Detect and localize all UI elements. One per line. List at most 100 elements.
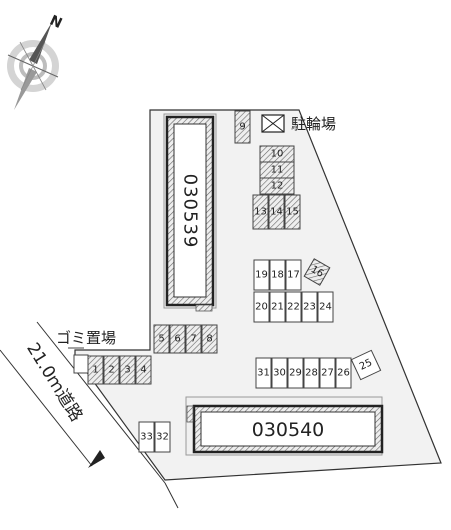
parking-space-box [317, 291, 334, 323]
parking-space: 7 [185, 324, 202, 354]
parking-space: 18 [269, 259, 286, 291]
parking-space: 20 [253, 291, 270, 323]
parking-space-number: 17 [287, 270, 300, 281]
north-label: N [47, 13, 64, 32]
parking-space-box [119, 355, 136, 385]
parking-space: 29 [287, 357, 304, 389]
parking-space-box [285, 291, 302, 323]
parking-space: 30 [271, 357, 288, 389]
parking-space: 21 [269, 291, 286, 323]
parking-space-box [253, 291, 270, 323]
parking-space-number: 14 [270, 207, 283, 218]
parking-space: 22 [285, 291, 302, 323]
parking-space-number: 21 [271, 302, 284, 313]
parking-space: 19 [253, 259, 270, 291]
parking-space-number: 19 [255, 270, 268, 281]
parking-space-box [284, 194, 301, 230]
parking-space-number: 1 [92, 365, 98, 376]
parking-space-number: 18 [271, 270, 284, 281]
parking-space-number: 15 [286, 207, 299, 218]
parking-space-number: 10 [271, 149, 284, 160]
parking-space-number: 24 [319, 302, 332, 313]
parking-space-box [268, 194, 285, 230]
parking-space: 12 [259, 177, 295, 195]
parking-space-number: 22 [287, 302, 300, 313]
parking-space-number: 25 [358, 357, 374, 372]
parking-space: 13 [252, 194, 269, 230]
parking-space: 10 [259, 145, 295, 163]
parking-space: 15 [284, 194, 301, 230]
parking-space-box [138, 421, 155, 453]
building-north-id: 030539 [180, 174, 201, 249]
building-south-id: 030540 [252, 419, 325, 441]
parking-space-number: 12 [271, 181, 284, 192]
parking-space-number: 4 [140, 365, 146, 376]
parking-space: 11 [259, 161, 295, 179]
parking-space-box [301, 291, 318, 323]
parking-space-box [135, 355, 152, 385]
bicycle-parking-label: 駐輪場 [291, 115, 336, 133]
parking-space-number: 33 [140, 432, 153, 443]
parking-space: 25 [350, 349, 382, 381]
parking-space-box [335, 357, 352, 389]
parking-space: 8 [201, 324, 218, 354]
parking-space: 26 [335, 357, 352, 389]
parking-space-box [185, 324, 202, 354]
parking-space-box [253, 259, 270, 291]
parking-space-number: 2 [108, 365, 114, 376]
parking-space-number: 6 [174, 334, 180, 345]
bicycle-parking-legend: 駐輪場 [261, 114, 336, 133]
parking-space-box [154, 421, 171, 453]
parking-space-box [255, 357, 272, 389]
parking-space: 33 [138, 421, 155, 453]
parking-space: 9 [234, 110, 251, 144]
parking-space-box [153, 324, 170, 354]
parking-space-box [287, 357, 304, 389]
garbage-label: ゴミ置場 [56, 329, 116, 347]
parking-space-box [201, 324, 218, 354]
garbage-area: ゴミ置場 [56, 329, 116, 374]
building-south: 030540 [185, 396, 384, 456]
parking-space-box [87, 355, 104, 385]
parking-space: 28 [303, 357, 320, 389]
parking-space: 31 [255, 357, 272, 389]
parking-space-number: 9 [239, 122, 245, 133]
parking-space: 24 [317, 291, 334, 323]
parking-space: 1 [87, 355, 104, 385]
parking-space: 27 [319, 357, 336, 389]
building-north: 030539 [163, 113, 217, 312]
parking-space-number: 5 [158, 334, 164, 345]
parking-space-number: 20 [255, 302, 268, 313]
parking-space-number: 29 [289, 368, 302, 379]
parking-space: 4 [135, 355, 152, 385]
parking-space-number: 31 [257, 368, 270, 379]
parking-space-box [169, 324, 186, 354]
parking-space-number: 13 [254, 207, 267, 218]
parking-space: 3 [119, 355, 136, 385]
parking-space: 2 [103, 355, 120, 385]
parking-space-number: 7 [190, 334, 196, 345]
parking-space-box [269, 291, 286, 323]
parking-space: 23 [301, 291, 318, 323]
parking-space: 5 [153, 324, 170, 354]
parking-space: 32 [154, 421, 171, 453]
parking-space-box [285, 259, 302, 291]
parking-space-box [103, 355, 120, 385]
parking-space-box [319, 357, 336, 389]
parking-space-box [303, 258, 331, 286]
parking-space-box [271, 357, 288, 389]
parking-space-box [234, 110, 251, 144]
parking-space-box [269, 259, 286, 291]
parking-space-number: 3 [124, 365, 130, 376]
compass-icon: N [7, 13, 64, 110]
parking-space: 6 [169, 324, 186, 354]
parking-space-box [303, 357, 320, 389]
parking-space: 16 [303, 258, 331, 286]
parking-space-number: 23 [303, 302, 316, 313]
parking-space: 17 [285, 259, 302, 291]
parking-space-number: 27 [321, 368, 334, 379]
parking-space-number: 28 [305, 368, 318, 379]
parking-space-number: 11 [271, 165, 284, 176]
